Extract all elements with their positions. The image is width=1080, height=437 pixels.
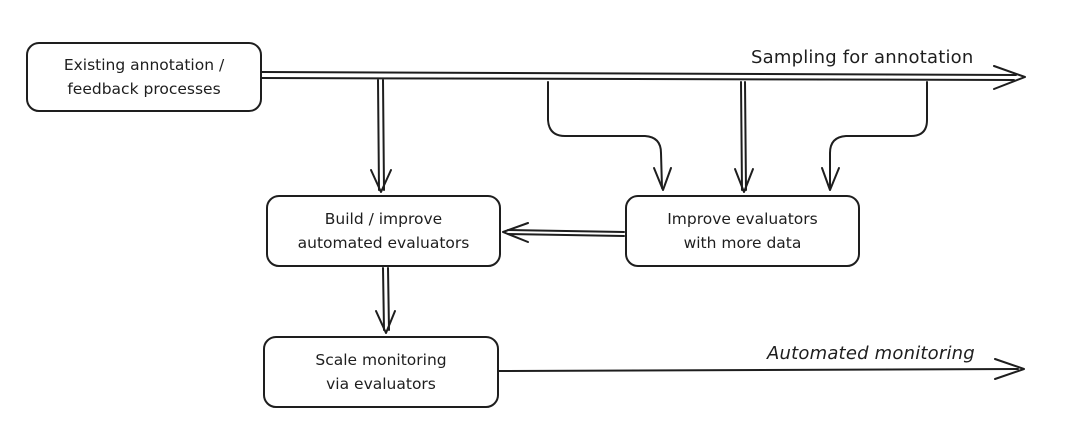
node-improve-label: Improve evaluators with more data	[667, 210, 818, 252]
node-existing-processes: Existing annotation / feedback processes	[26, 42, 262, 112]
node-scale-label: Scale monitoring via evaluators	[315, 351, 447, 393]
sampling-line-bottom	[261, 77, 1015, 81]
monitoring-arrowhead	[994, 358, 1025, 380]
build-to-scale-line-a	[382, 267, 385, 331]
node-build-evaluators: Build / improve automated evaluators	[266, 195, 501, 267]
branch-middle-line-a	[740, 81, 743, 191]
improve-to-build-arrowhead	[502, 222, 529, 243]
existing-to-build-line-a	[377, 79, 380, 191]
existing-to-build-arrowhead	[370, 169, 392, 193]
node-scale-monitoring: Scale monitoring via evaluators	[263, 336, 499, 408]
sampling-arrowhead	[993, 65, 1026, 90]
improve-to-build-line-a	[507, 229, 625, 233]
branch-right-line	[829, 81, 928, 189]
branch-middle-arrowhead	[734, 168, 754, 193]
flow-label-sampling: Sampling for annotation	[751, 47, 974, 68]
branch-left-line	[547, 81, 663, 189]
node-improve-evaluators: Improve evaluators with more data	[625, 195, 860, 267]
build-to-scale-line-b	[387, 267, 390, 331]
sampling-line-top	[261, 71, 1017, 76]
improve-to-build-line-b	[507, 233, 625, 237]
node-build-label: Build / improve automated evaluators	[297, 210, 470, 252]
flow-label-monitoring: Automated monitoring	[767, 343, 975, 364]
node-existing-label: Existing annotation / feedback processes	[63, 56, 225, 98]
branch-left-arrowhead	[653, 167, 672, 191]
branch-right-arrowhead	[821, 167, 840, 191]
branch-middle-line-b	[744, 81, 747, 191]
build-to-scale-arrowhead	[375, 310, 396, 334]
monitoring-line	[498, 368, 1019, 372]
existing-to-build-line-b	[382, 79, 385, 191]
